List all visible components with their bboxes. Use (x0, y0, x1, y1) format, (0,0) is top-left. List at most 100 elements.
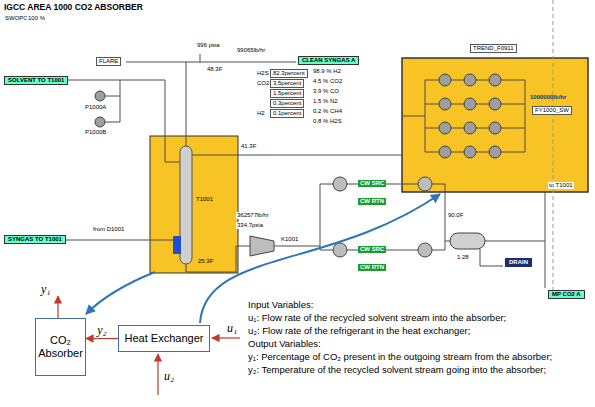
pump-symbol (489, 98, 501, 110)
exchanger-symbol (418, 177, 432, 191)
value-readout: 1.28 (456, 254, 470, 261)
value-readout: CO2 (256, 80, 270, 87)
value-readout: from D1001 (92, 226, 125, 233)
area-boundary (553, 0, 554, 300)
pump-symbol (439, 98, 451, 110)
pump-symbol (439, 74, 451, 86)
exchanger-symbol (418, 243, 432, 257)
highlight-panel (402, 58, 588, 192)
mapping-arrow (86, 272, 155, 314)
signal-arrow (157, 354, 158, 395)
description-text: y₂: Temperature of the recycled solvent … (248, 364, 546, 375)
stream-tag: DRAIN (505, 258, 532, 267)
level-indicator (173, 236, 181, 254)
value-readout: 1.5 % N2 (312, 98, 339, 105)
variable-symbol: y₁ (40, 283, 52, 296)
value-readout: 362577lb/hr (236, 212, 270, 219)
page-title: IGCC AREA 1000 CO2 ABSORBER (4, 2, 143, 12)
signal-connector (86, 338, 118, 339)
value-readout: 41.3F (240, 143, 257, 150)
value-readout: 90.0F (447, 212, 464, 219)
description-text: y₁: Percentage of CO₂ present in the out… (248, 351, 552, 362)
utility-tag: CW RTN (358, 198, 386, 205)
pipe (64, 240, 176, 241)
stream-tag: MP CO2 A (548, 290, 585, 299)
value-readout: 3.9 % CO (312, 88, 340, 95)
readout-box: FLARE (96, 57, 121, 66)
description-text: Output Variables: (248, 338, 321, 349)
value-readout: T1001 (196, 196, 213, 203)
pipe (105, 80, 120, 122)
value-readout: 334.7psia (236, 222, 264, 229)
mapping-arrow (200, 194, 440, 323)
variable-symbol: u₁ (226, 322, 238, 335)
readout-box: 1.5percent (270, 89, 304, 98)
readout-box: 0.1percent (270, 109, 304, 118)
box-label: Heat Exchanger (125, 332, 204, 345)
pipe (200, 54, 201, 62)
pump-symbol (464, 74, 476, 86)
value-readout: SWOPO (4, 15, 29, 22)
pipe (186, 246, 250, 272)
variable-symbol: y₂ (96, 324, 108, 337)
utility-tag: CW SRC (358, 180, 386, 187)
stream-tag: SYNGAS TO T1001 (4, 235, 66, 244)
pump-symbol (95, 117, 105, 127)
readout-box: 3.5percent (270, 79, 304, 88)
value-readout: to T1001 (548, 182, 574, 189)
exchanger-symbol (333, 177, 347, 191)
readout-box: FY1000_SW (532, 106, 572, 115)
value-readout: 48.3F (206, 66, 223, 73)
pipe (274, 184, 333, 250)
pipe (66, 80, 180, 162)
stream-tag: CLEAN SYNGAS A (298, 56, 359, 65)
readout-box: TREND_F0911 (470, 44, 517, 53)
value-readout: P1000B (84, 129, 107, 136)
pump-symbol (464, 98, 476, 110)
description-text: u₁: Flow rate of the recycled solvent st… (248, 312, 506, 323)
signal-arrow (212, 337, 240, 338)
process-box: CO₂ Absorber (35, 318, 86, 376)
description-text: u₂: Flow rate of the refrigerant in the … (248, 325, 470, 336)
drum-vessel (450, 233, 485, 249)
value-readout: P1000A (84, 104, 107, 111)
value-readout: 98.9 % H2 (312, 68, 342, 75)
stream-tag: SOLVENT TO T1001 (4, 76, 68, 85)
value-readout: 0.8 % H2S (312, 118, 343, 125)
pump-symbol (439, 146, 451, 158)
readout-box: 0.3percent (270, 99, 304, 108)
pump-symbol (464, 122, 476, 134)
value-readout: 100 % (27, 15, 46, 22)
value-readout: 996 psia (196, 42, 221, 49)
compressor-symbol (250, 236, 274, 256)
value-readout: 4.5 % CO2 (312, 78, 343, 85)
readout-box: 82.3percent (270, 69, 308, 78)
pipe (347, 184, 418, 250)
flow-readout: 1000000lb/hr (530, 94, 566, 101)
pipe (126, 62, 186, 63)
pipe (402, 80, 525, 152)
pump-symbol (464, 146, 476, 158)
pump-symbol (95, 91, 105, 101)
value-readout: 0.2 % CH4 (312, 108, 343, 115)
variable-symbol: u₂ (163, 370, 175, 383)
description-text: Input Variables: (248, 299, 313, 310)
process-box: Heat Exchanger (118, 325, 210, 352)
absorber-column (180, 146, 192, 264)
box-label: CO₂ Absorber (38, 334, 83, 360)
pump-bank (439, 74, 501, 158)
pump-symbol (489, 122, 501, 134)
value-readout: H2 (256, 110, 266, 117)
value-readout: 25.3F (198, 258, 213, 265)
pipe (192, 155, 402, 156)
signal-arrow (57, 296, 58, 318)
pump-symbol (489, 74, 501, 86)
utility-tag: CW SRC (358, 246, 386, 253)
pipe (545, 192, 546, 288)
highlight-panel (150, 136, 238, 273)
exchanger-symbol (333, 243, 347, 257)
pump-symbol (489, 146, 501, 158)
value-readout: H2S (256, 70, 270, 77)
